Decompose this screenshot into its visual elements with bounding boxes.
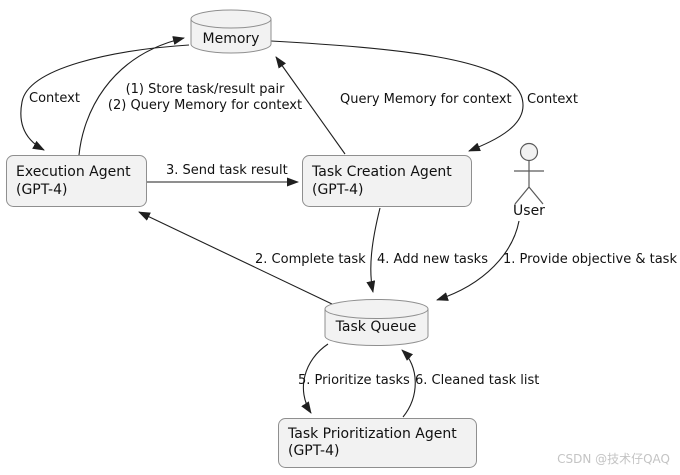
edge-task-creation-to-task-queue-line — [366, 207, 381, 293]
edge-label-cleaned-task-list: 6. Cleaned task list — [415, 373, 539, 388]
edge-label-complete-task: 2. Complete task — [255, 252, 366, 267]
execution-agent-sublabel: (GPT-4) — [16, 182, 67, 198]
edge-user-to-task-queue: 1. Provide objective & task — [436, 220, 677, 301]
task-creation-agent-label: Task Creation Agent — [311, 164, 452, 180]
node-task-creation-agent: Task Creation Agent (GPT-4) — [302, 155, 472, 207]
edge-user-to-task-queue-line — [436, 220, 520, 301]
node-execution-agent: Execution Agent (GPT-4) — [6, 155, 147, 207]
csdn-watermark: CSDN @技术仔QAQ — [557, 452, 670, 466]
execution-agent-label: Execution Agent — [16, 164, 131, 180]
user-actor-head-icon — [519, 142, 539, 162]
edge-memory-to-task-creation: Context — [270, 40, 578, 152]
task-creation-agent-sublabel: (GPT-4) — [312, 182, 363, 198]
task-prioritization-agent-label: Task Prioritization Agent — [287, 426, 457, 442]
edge-task-creation-to-memory-line — [275, 56, 346, 155]
edge-prioritization-to-task-queue-line — [401, 349, 416, 418]
user-label: User — [513, 203, 545, 219]
edge-execution-to-task-creation: 3. Send task result — [147, 163, 299, 187]
task-creation-agent-box — [302, 155, 472, 207]
edge-memory-to-execution: Context — [20, 44, 190, 151]
edge-task-queue-to-execution: 2. Complete task — [138, 211, 366, 305]
edge-task-queue-to-prioritization: 5. Prioritize tasks — [298, 343, 410, 414]
edge-label-add-new-tasks: 4. Add new tasks — [377, 252, 488, 267]
edge-execution-to-memory-line — [78, 36, 185, 156]
user-actor-body-icon — [514, 160, 544, 205]
edge-memory-to-task-creation-line — [270, 40, 524, 152]
edge-label-context-right: Context — [527, 92, 578, 107]
task-prioritization-agent-sublabel: (GPT-4) — [288, 443, 339, 459]
edge-prioritization-to-task-queue: 6. Cleaned task list — [401, 349, 539, 418]
edge-label-query-memory-for-context-2: (2) Query Memory for context — [108, 98, 302, 113]
edge-memory-to-execution-line — [20, 44, 190, 151]
edge-label-query-memory-for-context: Query Memory for context — [340, 92, 512, 107]
edge-task-queue-to-prioritization-line — [301, 343, 329, 414]
edge-label-prioritize-tasks: 5. Prioritize tasks — [298, 373, 410, 388]
edge-label-send-task-result: 3. Send task result — [166, 163, 288, 178]
edge-label-store-task-result-pair: (1) Store task/result pair — [126, 82, 286, 97]
task-queue-label: Task Queue — [335, 319, 417, 335]
edge-label-context-left: Context — [29, 91, 80, 106]
edge-label-provide-objective-task: 1. Provide objective & task — [503, 252, 677, 267]
node-task-queue: Task Queue — [324, 299, 429, 346]
node-memory: Memory — [190, 9, 272, 54]
edge-task-creation-to-task-queue: 4. Add new tasks — [366, 207, 488, 293]
task-prioritization-agent-box — [278, 418, 477, 468]
edge-task-creation-to-memory: Query Memory for context — [275, 56, 512, 155]
memory-label: Memory — [203, 31, 260, 47]
memory-cylinder — [190, 9, 272, 54]
node-user: User — [513, 142, 545, 219]
node-task-prioritization-agent: Task Prioritization Agent (GPT-4) — [278, 418, 477, 468]
task-queue-cylinder — [324, 299, 429, 346]
execution-agent-box — [6, 155, 147, 207]
memory-cylinder-rim — [190, 18, 272, 29]
task-queue-cylinder-rim — [324, 308, 429, 319]
edge-task-queue-to-execution-line — [138, 211, 333, 305]
edge-execution-to-memory: (1) Store task/result pair (2) Query Mem… — [78, 36, 302, 156]
